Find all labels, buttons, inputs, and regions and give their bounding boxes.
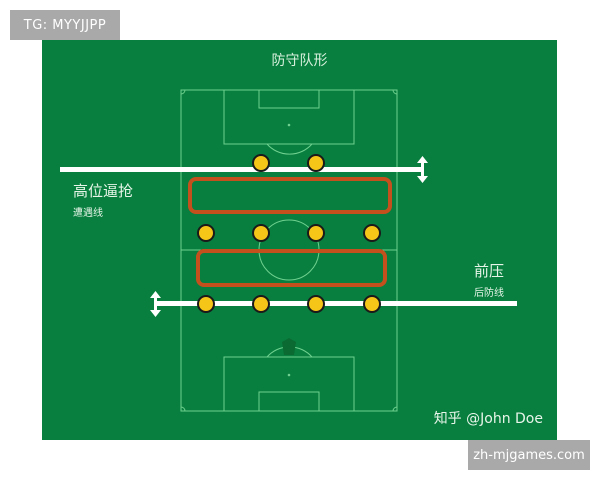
bottom-goal-box [258, 391, 320, 412]
zone-box-lower [196, 249, 387, 287]
player-mid-1 [197, 224, 215, 242]
pitch-diagram: 防守队形 [42, 40, 557, 440]
player-front-1 [252, 154, 270, 172]
player-back-3 [307, 295, 325, 313]
pressing-line [60, 167, 423, 172]
diagram-title: 防守队形 [271, 53, 328, 69]
push-up-label: 前压 后防线 [474, 260, 504, 299]
push-up-label-main: 前压 [474, 262, 505, 280]
player-back-1 [197, 295, 215, 313]
player-back-2 [252, 295, 270, 313]
bottom-penalty-spot [287, 373, 291, 377]
pressing-label: 高位逼抢 遭遇线 [73, 180, 133, 219]
top-penalty-box [223, 89, 355, 145]
defensive-line [154, 301, 517, 306]
player-mid-3 [307, 224, 325, 242]
author-credit: 知乎 @John Doe [433, 411, 543, 427]
top-goal-box [258, 89, 320, 109]
player-back-4 [363, 295, 381, 313]
player-mid-4 [363, 224, 381, 242]
watermark-bottom: zh-mjgames.com [468, 440, 590, 470]
player-mid-2 [252, 224, 270, 242]
bottom-penalty-box [223, 356, 355, 412]
zone-box-upper [188, 177, 392, 214]
pressing-line-arrow-icon [417, 156, 428, 183]
pressing-label-main: 高位逼抢 [73, 182, 134, 200]
top-penalty-spot [287, 123, 291, 127]
watermark-top: TG: MYYJJPP [10, 10, 120, 40]
defensive-line-arrow-icon [150, 291, 161, 317]
pitch-graphic [60, 89, 517, 412]
player-front-2 [307, 154, 325, 172]
players [197, 154, 381, 313]
push-up-label-sub: 后防线 [474, 288, 504, 299]
pressing-label-sub: 遭遇线 [73, 208, 103, 219]
goalkeeper-marker [282, 338, 296, 355]
top-penalty-arc [266, 143, 313, 155]
